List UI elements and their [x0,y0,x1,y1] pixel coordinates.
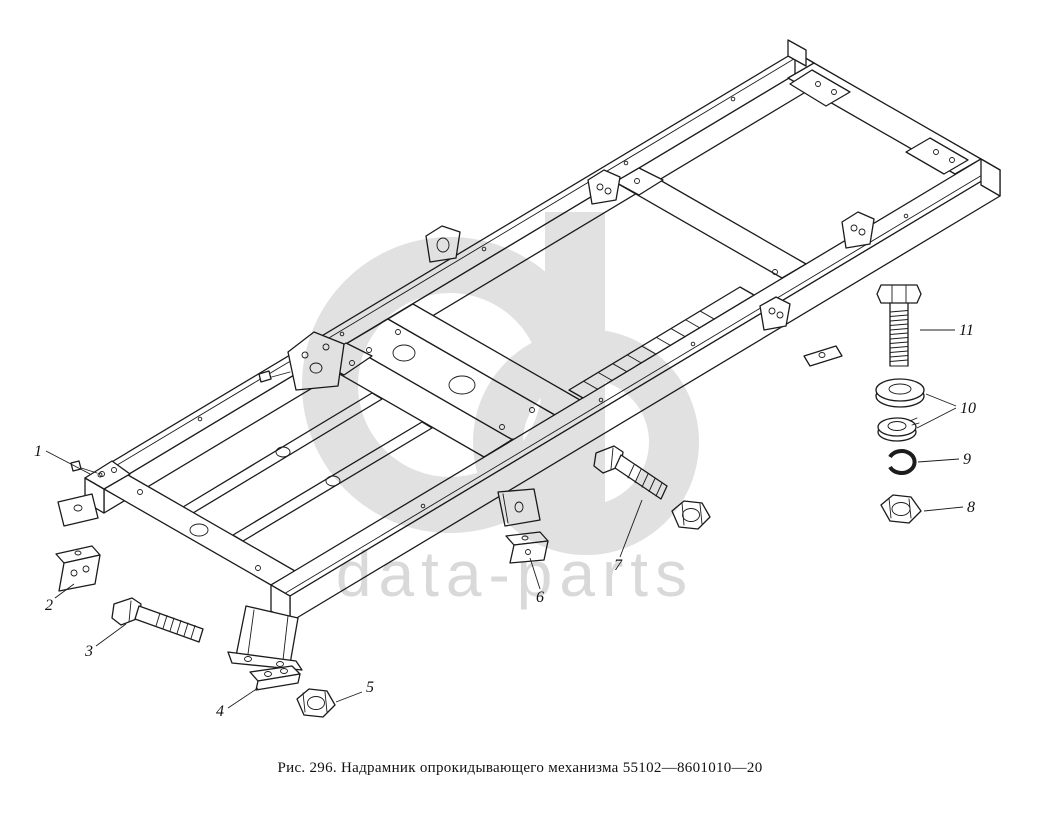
nut-part-5 [296,688,336,718]
callout-label-1: 1 [34,443,42,460]
callout-label-9: 9 [963,451,971,468]
callout-10: 10 [916,393,976,429]
callout-label-8: 8 [967,499,975,516]
callout-2: 2 [45,583,75,614]
bolt-part-3 [111,597,204,643]
callout-label-11: 11 [959,322,974,339]
callout-label-6: 6 [536,589,544,606]
cross-members [103,62,982,586]
nut-part-8 [880,494,922,524]
callout-label-5: 5 [366,679,374,696]
callout-5: 5 [335,679,374,703]
callout-4: 4 [216,687,259,720]
callout-label-2: 2 [45,597,53,614]
watermark-text: data-parts [336,538,694,610]
washers-part-10 [875,378,925,442]
callout-label-3: 3 [84,643,93,660]
lock-washer-part-9 [888,449,917,475]
bolt-part-11 [876,284,922,367]
watermark-layer: data-parts [302,212,699,610]
callout-1: 1 [34,443,91,475]
logo-watermark-icon [302,212,699,555]
callout-6: 6 [529,557,544,606]
callout-3: 3 [84,623,127,660]
callout-9: 9 [917,451,971,468]
callout-label-10: 10 [960,400,976,417]
callout-11: 11 [920,322,974,339]
callout-label-4: 4 [216,703,224,720]
figure-caption: Рис. 296. Надрамник опрокидывающего меха… [277,760,763,776]
bracket-part-2 [55,545,101,592]
plate-part-4 [249,665,301,691]
nut-middle [671,500,711,530]
callout-8: 8 [923,499,975,516]
callout-label-7: 7 [614,557,623,574]
